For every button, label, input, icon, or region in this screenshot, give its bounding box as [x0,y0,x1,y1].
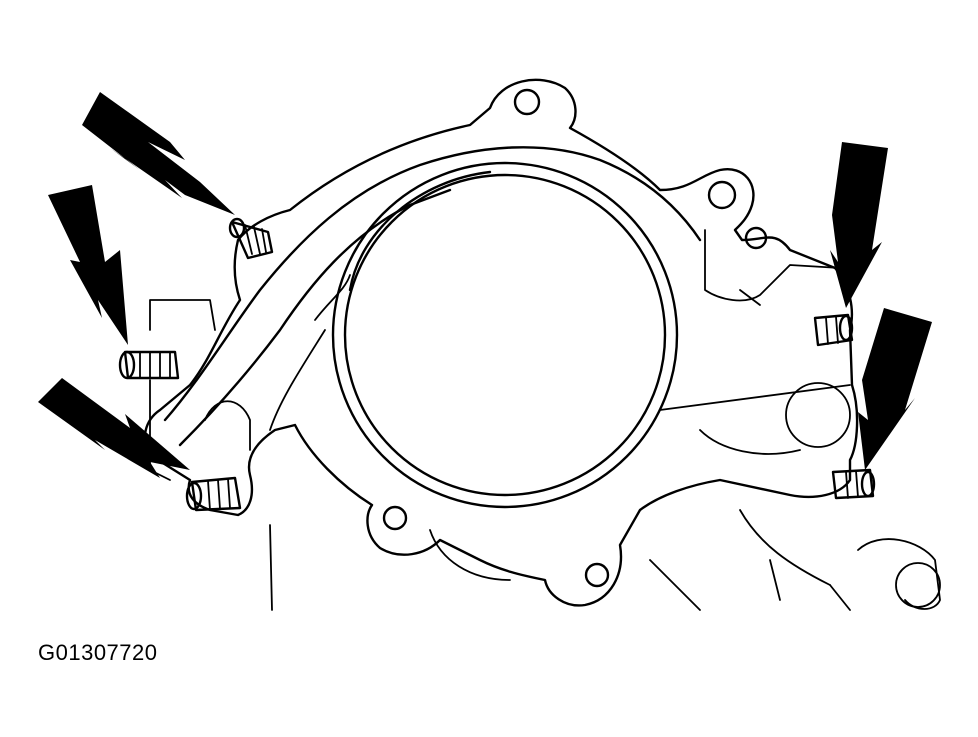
stud-lower-left [185,476,242,512]
arrow-left-icon [48,185,128,345]
studs [118,217,876,512]
stud-upper-left [228,217,274,260]
gasket-bolt-holes [382,88,768,588]
stud-lower-right [831,468,876,500]
arrow-upper-right-icon [830,142,888,308]
bolt-hole-top [513,88,541,116]
stud-upper-right [813,313,854,347]
bolt-hole-bottom [584,562,610,588]
arrow-lower-right-icon [858,308,932,470]
pump-bore [331,161,679,509]
bolt-hole-right [744,226,768,250]
engine-block-outline [149,229,941,611]
bolt-hole-upper-right [707,180,737,210]
stud-left [118,350,180,380]
indicator-arrows [38,92,932,478]
arrow-upper-left-shaft-icon [140,140,168,168]
bolt-hole-lower-left [382,505,408,531]
gasket-outline [143,78,859,607]
figure-id-label: G01307720 [38,640,158,665]
arrow-lower-left-icon [38,378,190,478]
